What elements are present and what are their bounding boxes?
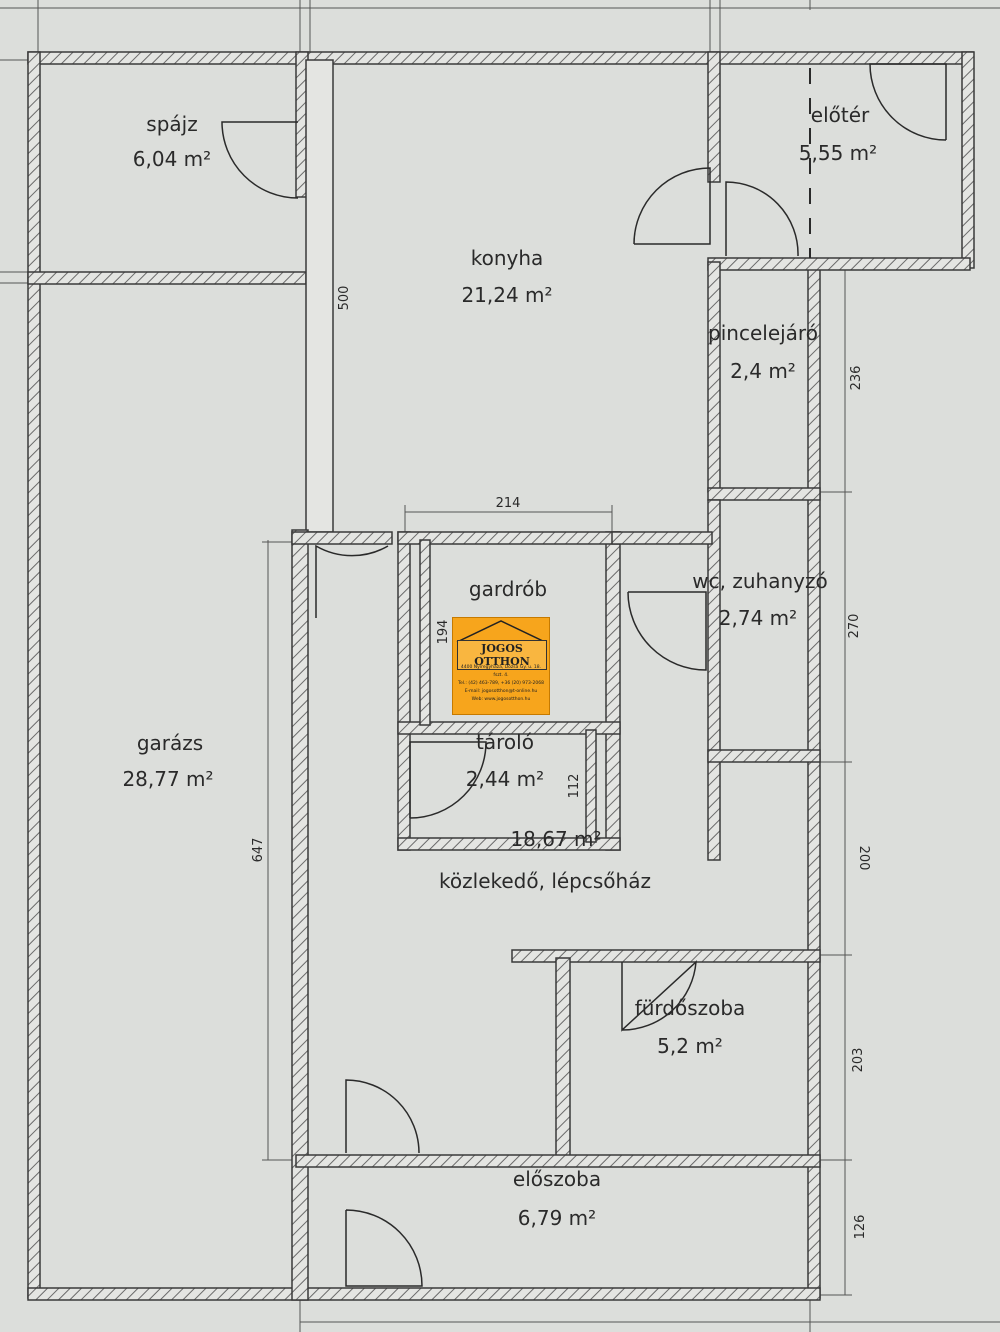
room-area-eloszoba: 6,79 m²	[518, 1206, 596, 1230]
wall-wc-bottom	[707, 749, 821, 763]
wall-furdo-top	[511, 949, 821, 963]
wall-pince-left	[707, 261, 721, 493]
wall-right-lower	[807, 261, 821, 1299]
door-eloter-inner	[725, 181, 799, 257]
room-labels: spájz 6,04 m² előtér 5,55 m² konyha 21,2…	[122, 103, 877, 1230]
dim-tarolo-depth: 112	[567, 774, 582, 799]
dim-right-203: 203	[851, 1048, 866, 1073]
dim-garage-depth: 647	[251, 838, 266, 863]
room-name-furdoszoba: fürdőszoba	[635, 996, 746, 1020]
dim-konyha-depth: 500	[337, 286, 352, 311]
wall-eloszoba-top	[295, 1154, 821, 1168]
dim-right-126: 126	[853, 1215, 868, 1240]
wall-spajz-bottom	[27, 271, 307, 285]
room-area-konyha: 21,24 m²	[461, 283, 552, 307]
logo-phone: Tel.: (42) 463-789, +36 (20) 973-2068	[458, 681, 544, 686]
logo-web: Web: www.jogosotthon.hu	[471, 697, 531, 702]
room-area-pincelejaro: 2,4 m²	[730, 359, 796, 383]
logo-address: 4400 Nyíregyháza, Dózsa Gy. u. 18. fszt.…	[460, 665, 542, 678]
room-name-eloszoba: előszoba	[513, 1167, 601, 1191]
room-name-kozlekedo: közlekedő, lépcsőház	[439, 869, 651, 893]
door-eloszoba-lower	[345, 1209, 423, 1287]
room-area-spajz: 6,04 m²	[133, 147, 211, 171]
dim-gardrob-depth: 194	[436, 620, 451, 645]
door-spajz	[221, 121, 299, 199]
wall-kozlekedo-top	[611, 531, 713, 545]
room-area-tarolo: 2,44 m²	[466, 767, 544, 791]
door-entrance	[869, 63, 947, 141]
room-name-tarolo: tároló	[476, 730, 534, 754]
room-area-kozlekedo: 18,67 m²	[510, 827, 601, 851]
logo-email: E-mail: jogosotthon@t-online.hu	[464, 689, 538, 694]
wall-left	[27, 51, 41, 1299]
logo-contact: 4400 Nyíregyháza, Dózsa Gy. u. 18. fszt.…	[456, 664, 546, 704]
dim-right-236: 236	[849, 366, 864, 391]
wall-right-upper	[961, 51, 975, 269]
door-eloszoba-upper	[345, 1079, 420, 1154]
wall-garage-right	[291, 529, 309, 1301]
room-name-gardrob: gardrób	[469, 577, 547, 601]
dim-right-270: 270	[847, 614, 862, 639]
jogos-otthon-logo: JOGOS OTTHON 4400 Nyíregyháza, Dózsa Gy.…	[452, 617, 550, 715]
wall-wc-left	[707, 499, 721, 861]
walls	[27, 51, 975, 1301]
dim-gardrob-width: 214	[496, 496, 521, 511]
room-name-wc: wc, zuhanyzó	[692, 569, 827, 593]
wall-gardrob-bottom	[397, 721, 621, 735]
door-wc	[627, 591, 707, 671]
room-name-garazs: garázs	[137, 731, 203, 755]
wall-gardrob-left	[397, 531, 411, 851]
door-tarolo	[409, 741, 487, 819]
wall-konyha-bottom-left	[291, 531, 393, 545]
room-area-garazs: 28,77 m²	[122, 767, 213, 791]
doors	[221, 63, 947, 1287]
wall-tarolo-inner	[585, 729, 597, 843]
door-konyha-eloter	[633, 167, 711, 245]
room-area-wc: 2,74 m²	[719, 606, 797, 630]
wall-tarolo-bottom	[397, 837, 621, 851]
wall-eloter-left	[707, 51, 721, 183]
dim-right-200: 200	[856, 846, 871, 871]
door-garage-kozlekedo	[315, 544, 389, 618]
wall-gardrob-inner	[419, 539, 431, 726]
room-name-konyha: konyha	[471, 246, 544, 270]
wall-eloter-bottom	[707, 257, 971, 271]
wall-konyha-left	[305, 59, 334, 533]
wall-pince-bottom	[707, 487, 821, 501]
room-area-eloter: 5,55 m²	[799, 141, 877, 165]
room-name-pincelejaro: pincelejáró	[708, 321, 818, 345]
door-furdo	[621, 960, 697, 1032]
logo-title: JOGOS OTTHON	[457, 640, 547, 670]
wall-gardrob-top	[397, 531, 621, 545]
room-name-spajz: spájz	[146, 112, 197, 136]
room-name-eloter: előtér	[811, 103, 870, 127]
room-area-furdoszoba: 5,2 m²	[657, 1034, 723, 1058]
wall-furdo-left	[555, 957, 571, 1159]
house-roof-icon	[456, 620, 546, 643]
dimension-labels: 500 214 194 112 647 236 270 200 203 126	[251, 286, 871, 1240]
wall-gardrob-right	[605, 531, 621, 851]
wall-top	[27, 51, 974, 65]
wall-bottom	[27, 1287, 821, 1301]
